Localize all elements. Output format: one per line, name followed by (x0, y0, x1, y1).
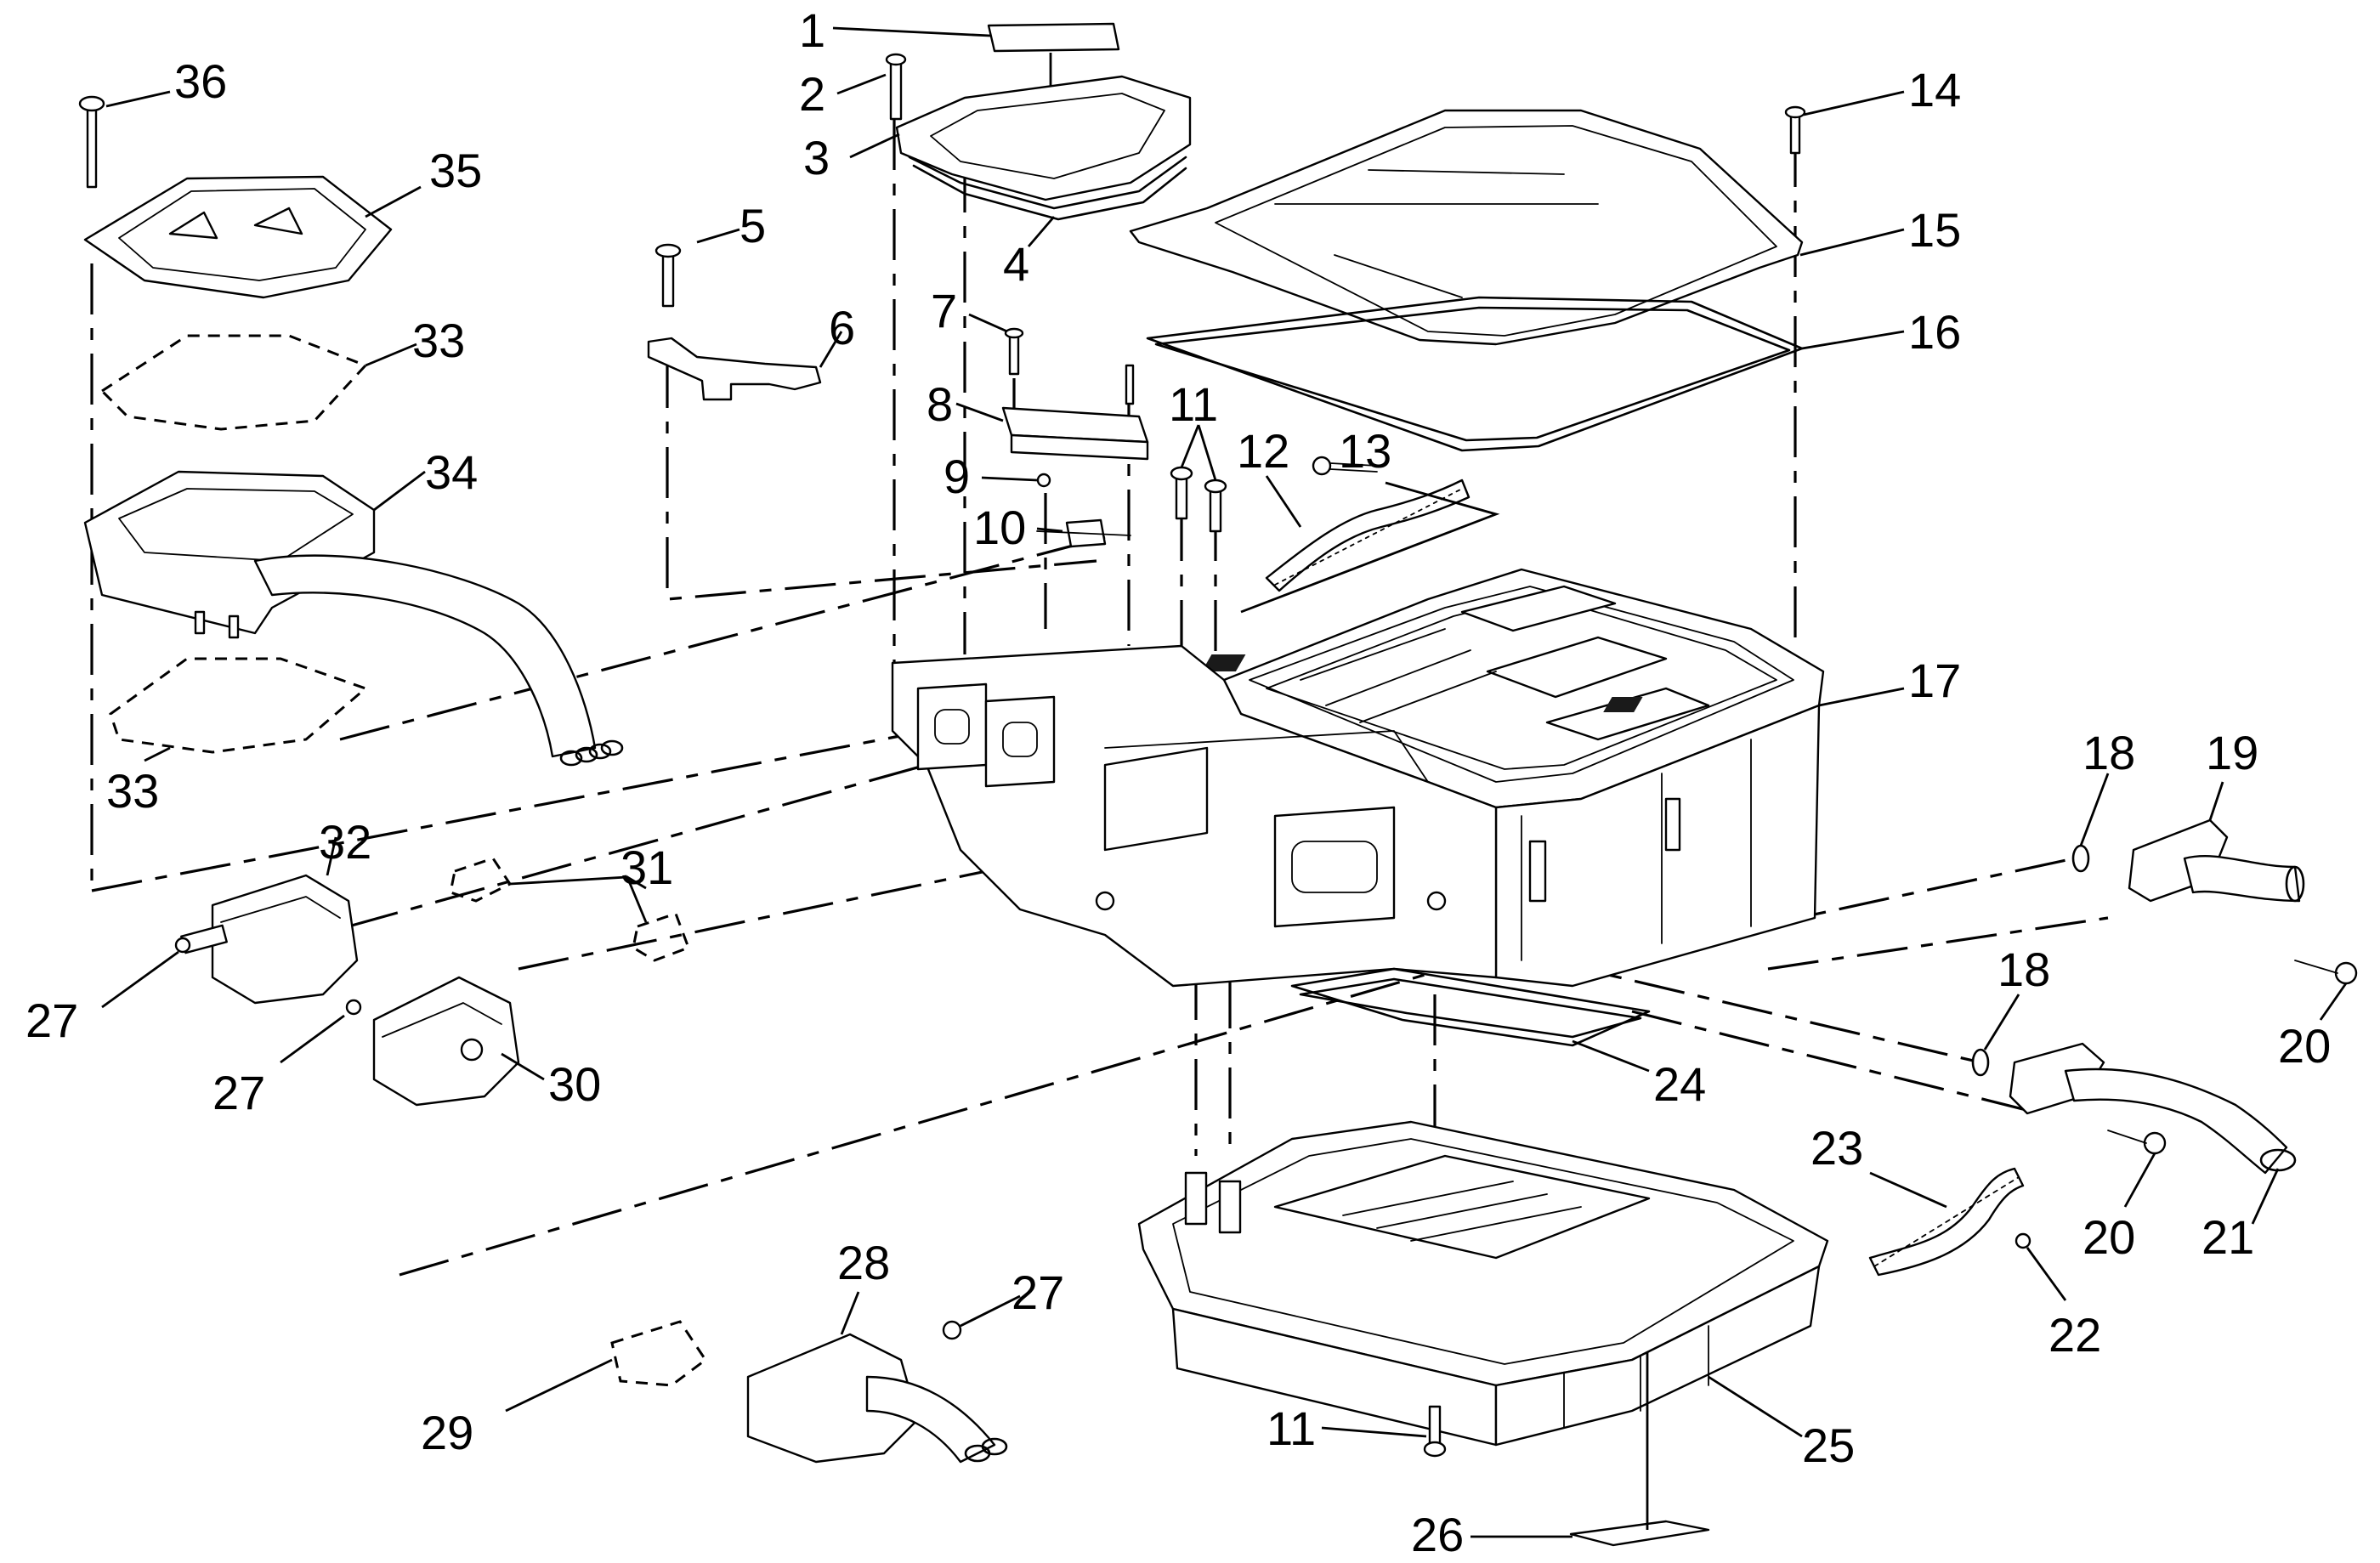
part-10-fuse (1036, 518, 1131, 548)
callout-35: 35 (429, 144, 482, 197)
callout-11-lower: 11 (1266, 1402, 1316, 1455)
part-33-gasket-upper (99, 334, 417, 431)
callout-32: 32 (319, 815, 371, 869)
part-5-bolt (654, 228, 740, 308)
callout-34: 34 (425, 445, 478, 499)
callout-23: 23 (1810, 1121, 1863, 1175)
callout-33-lower: 33 (106, 764, 159, 818)
part-23-harness (1868, 1167, 2025, 1277)
callout-8: 8 (926, 377, 953, 431)
part-20-bolts (2107, 960, 2358, 1208)
callout-18-lower: 18 (1998, 943, 2050, 996)
part-14-bolt (1784, 90, 1905, 155)
callout-27-left: 27 (26, 994, 78, 1047)
part-4-gasket (908, 156, 1187, 247)
part-13-fastener (1240, 456, 1500, 614)
callout-30: 30 (548, 1057, 601, 1111)
callout-2: 2 (799, 67, 825, 121)
callout-33-upper: 33 (412, 314, 465, 367)
part-18-orings (1971, 773, 2110, 1077)
part-30-connector (372, 976, 545, 1107)
callout-13: 13 (1339, 424, 1391, 478)
part-3-cover (849, 75, 1192, 201)
callout-36: 36 (174, 54, 227, 108)
part-24-gasket (1290, 967, 1651, 1073)
callout-5: 5 (740, 199, 766, 252)
part-22-seal (2014, 1232, 2067, 1301)
callout-9: 9 (944, 450, 970, 503)
part-8-shield (955, 364, 1149, 461)
part-15-main-cover (1129, 109, 1905, 346)
callout-16: 16 (1908, 305, 1961, 359)
part-9-screw (981, 473, 1051, 488)
callout-25: 25 (1802, 1419, 1855, 1472)
callout-12: 12 (1237, 424, 1289, 478)
callout-19: 19 (2206, 726, 2258, 779)
callout-26: 26 (1411, 1508, 1464, 1561)
part-36-bolt (78, 90, 171, 189)
callout-10: 10 (973, 501, 1026, 554)
part-12-cable (1265, 475, 1470, 592)
callout-22: 22 (2048, 1308, 2101, 1362)
part-16-gasket (1146, 296, 1905, 452)
part-2-bolt (836, 53, 907, 121)
part-19-pipe (2128, 781, 2305, 903)
part-34-harness-housing (83, 470, 624, 767)
part-21-pipe (2009, 1042, 2297, 1225)
callout-17: 17 (1908, 654, 1961, 707)
part-26-plate (1470, 1351, 1710, 1547)
callout-20-lower: 20 (2082, 1210, 2135, 1264)
callout-3: 3 (803, 131, 830, 184)
callout-labels: 1 2 3 4 5 6 7 8 9 10 11 12 13 14 15 16 1… (26, 3, 2331, 1561)
callout-7: 7 (931, 284, 957, 337)
callout-15: 15 (1908, 203, 1961, 257)
callout-31: 31 (620, 841, 673, 894)
callout-24: 24 (1653, 1057, 1706, 1111)
part-29-connector-loop (505, 1320, 708, 1413)
callout-27-mid: 27 (212, 1066, 265, 1119)
part-35-cover (83, 175, 422, 299)
part-7-bolt (968, 313, 1024, 376)
callout-11-upper: 11 (1169, 377, 1218, 431)
callout-28: 28 (837, 1236, 890, 1289)
callout-1: 1 (799, 3, 825, 57)
callout-29: 29 (421, 1406, 473, 1459)
part-17-inverter-housing (891, 568, 1905, 988)
callout-4: 4 (1003, 237, 1029, 291)
part-33-gasket-lower (109, 657, 368, 762)
callout-6: 6 (829, 301, 855, 354)
callout-27-right: 27 (1012, 1266, 1064, 1319)
callout-21: 21 (2202, 1210, 2254, 1264)
part-28-connector (746, 1291, 1008, 1464)
part-25-lower-housing (1137, 1120, 1829, 1447)
part-6-bracket (647, 331, 843, 401)
part-11-upper-bolts (1170, 424, 1227, 533)
part-27-seals (101, 937, 1021, 1340)
callout-20-upper: 20 (2278, 1019, 2331, 1073)
callout-14: 14 (1908, 63, 1961, 116)
callout-18-upper: 18 (2082, 726, 2135, 779)
part-11-lower-bolt (1321, 1405, 1447, 1458)
part-31-connector-loops (449, 857, 690, 962)
